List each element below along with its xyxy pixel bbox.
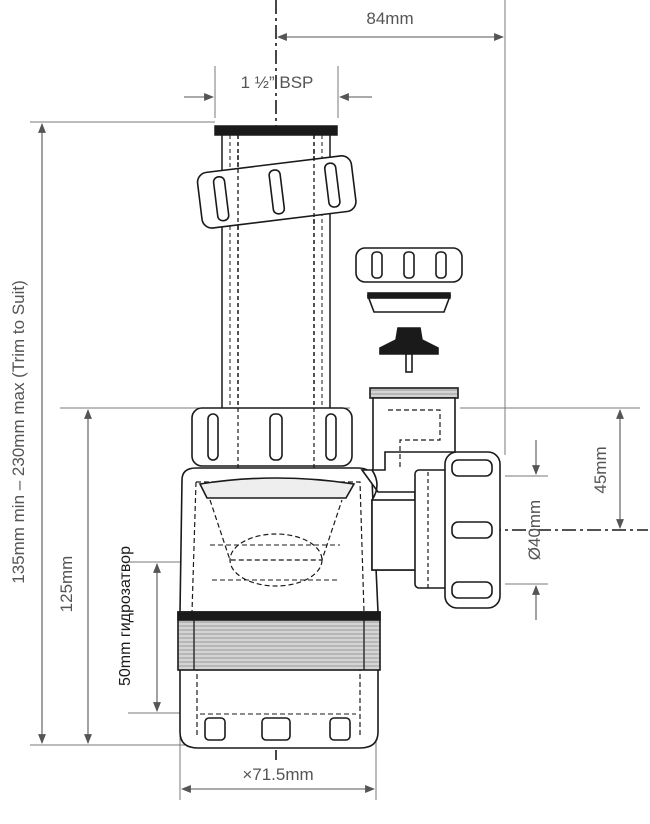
outlet-branch (360, 387, 501, 609)
offset-label: 84mm (366, 9, 413, 28)
bottle-body (177, 467, 381, 749)
outlet-diameter-label: Ø40mm (525, 500, 544, 560)
vent-parts (355, 247, 463, 373)
outlet-height-label: 45mm (591, 446, 610, 493)
body-height-label: 125mm (57, 556, 76, 613)
dimension-lines (38, 33, 624, 793)
top-nut (196, 155, 357, 229)
vent-valve (379, 327, 439, 355)
body-diameter-label: ×71.5mm (242, 765, 313, 784)
body-nut (191, 407, 353, 470)
threaded-band (177, 611, 381, 671)
water-seal-label: 50mm гидрозатвор (117, 546, 134, 686)
dimension-labels: 135mm min – 230mm max (Trim to Suit) 125… (9, 9, 610, 784)
washer (214, 125, 338, 136)
thread-label: 1 ½” BSP (241, 73, 314, 92)
overall-height-label: 135mm min – 230mm max (Trim to Suit) (9, 280, 28, 584)
